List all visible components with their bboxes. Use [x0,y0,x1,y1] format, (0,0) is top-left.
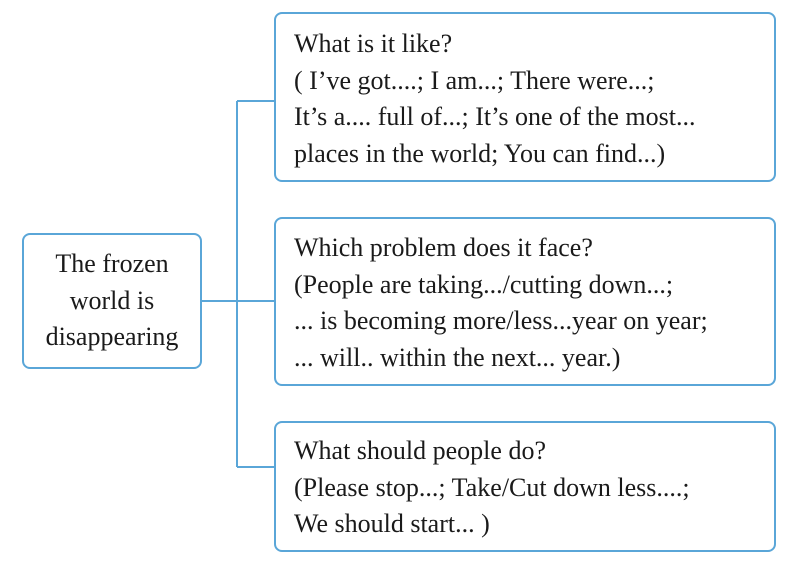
branch-node-what-is-it-like: What is it like? ( I’ve got....; I am...… [274,12,776,182]
branch-question: What is it like? [294,29,453,58]
branch-question: What should people do? [294,436,546,465]
branch-prompt-line: ... is becoming more/less...year on year… [294,306,708,335]
root-line: disappearing [45,322,179,352]
branch-question: Which problem does it face? [294,233,593,262]
branch-prompt-line: ... will.. within the next... year.) [294,342,621,372]
branch-prompt-line: We should start... ) [294,509,490,538]
branch-node-what-should-people-do: What should people do? (Please stop...; … [274,421,776,552]
root-node-text: The frozen world is disappearing [32,246,192,356]
branch-prompt-line: (People are taking.../cutting down...; [294,269,674,299]
root-line: world is [69,285,155,315]
branch-node-problem: Which problem does it face? (People are … [274,217,776,386]
branch-prompt-line: It’s a.... full of...; It’s one of the m… [294,102,696,131]
root-node: The frozen world is disappearing [22,233,202,369]
branch-prompt-line: ( I’ve got....; I am...; There were...; [294,65,655,95]
branch-prompt-line: places in the world; You can find...) [294,138,666,168]
root-line: The frozen [55,249,169,279]
branch-prompt-line: (Please stop...; Take/Cut down less....; [294,472,690,502]
